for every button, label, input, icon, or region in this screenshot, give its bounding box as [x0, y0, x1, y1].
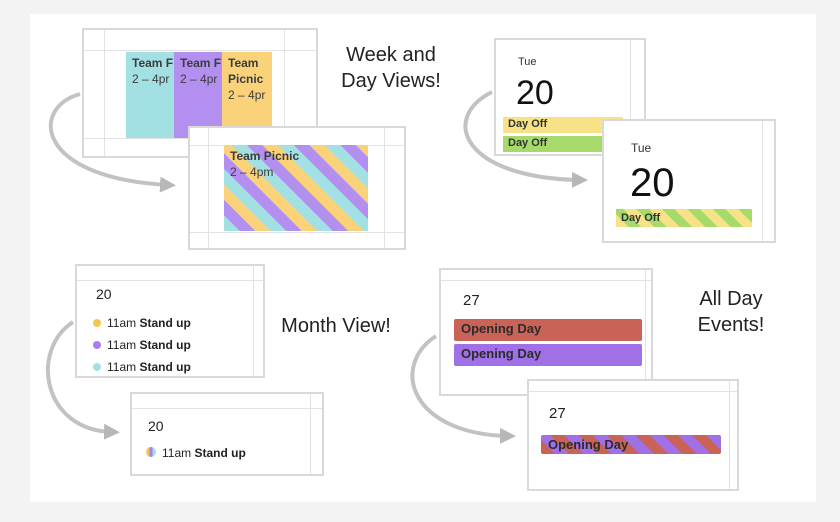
- event-color-dot: [93, 341, 101, 349]
- month-view-arrow: [45, 320, 120, 440]
- day-off-event-green[interactable]: Day Off: [503, 136, 623, 152]
- day-off-event-yellow[interactable]: Day Off: [503, 117, 623, 133]
- caption-month-view: Month View!: [281, 315, 391, 337]
- opening-day-event-red[interactable]: Opening Day: [454, 319, 642, 341]
- week-event-team-picnic-yellow[interactable]: Team Picnic 2 – 4pr: [222, 52, 272, 138]
- multicolor-event-dot: [146, 447, 156, 457]
- week-view-before-card: Team F 2 – 4pr Team F 2 – 4pr Team Picni…: [82, 28, 318, 158]
- all-day-before-card: 27 Opening Day Opening Day: [439, 268, 653, 396]
- all-day-after-card: 27 Opening Day: [527, 379, 739, 491]
- month-event-row-combined[interactable]: 11am Stand up: [146, 446, 246, 460]
- day-view-weekday: Tue: [518, 56, 537, 68]
- opening-day-event-purple[interactable]: Opening Day: [454, 344, 642, 366]
- all-day-arrow: [410, 334, 516, 444]
- event-color-dot: [93, 363, 101, 371]
- week-event-team-picnic-striped[interactable]: Team Picnic 2 – 4pm: [224, 145, 368, 231]
- all-day-date: 27: [463, 292, 480, 309]
- week-event-team-picnic-purple[interactable]: Team F 2 – 4pr: [174, 52, 224, 138]
- caption-all-day-events: All Day Events!: [697, 288, 765, 336]
- opening-day-event-striped[interactable]: Opening Day: [541, 435, 721, 454]
- month-view-before-card: 20 11am Stand up 11am Stand up 11am Stan…: [75, 264, 265, 378]
- month-event-row[interactable]: 11am Stand up: [93, 338, 191, 352]
- month-event-row[interactable]: 11am Stand up: [93, 316, 191, 330]
- week-view-after-card: Team Picnic 2 – 4pm: [188, 126, 406, 250]
- all-day-date: 27: [549, 405, 566, 422]
- week-event-team-picnic-cyan[interactable]: Team F 2 – 4pr: [126, 52, 176, 138]
- month-event-row[interactable]: 11am Stand up: [93, 360, 191, 374]
- day-view-arrow: [463, 90, 588, 188]
- month-day-number: 20: [96, 286, 112, 302]
- day-view-after-card: Tue 20 Day Off: [602, 119, 776, 243]
- day-view-date: 20: [516, 74, 554, 112]
- caption-week-and-day-views: Week and Day Views!: [341, 44, 441, 92]
- day-view-date: 20: [630, 161, 675, 205]
- week-view-arrow: [48, 92, 176, 193]
- day-view-weekday: Tue: [631, 141, 652, 155]
- month-day-number: 20: [148, 418, 164, 434]
- month-view-after-card: 20 11am Stand up: [130, 392, 324, 476]
- event-color-dot: [93, 319, 101, 327]
- day-off-event-striped[interactable]: Day Off: [616, 209, 752, 227]
